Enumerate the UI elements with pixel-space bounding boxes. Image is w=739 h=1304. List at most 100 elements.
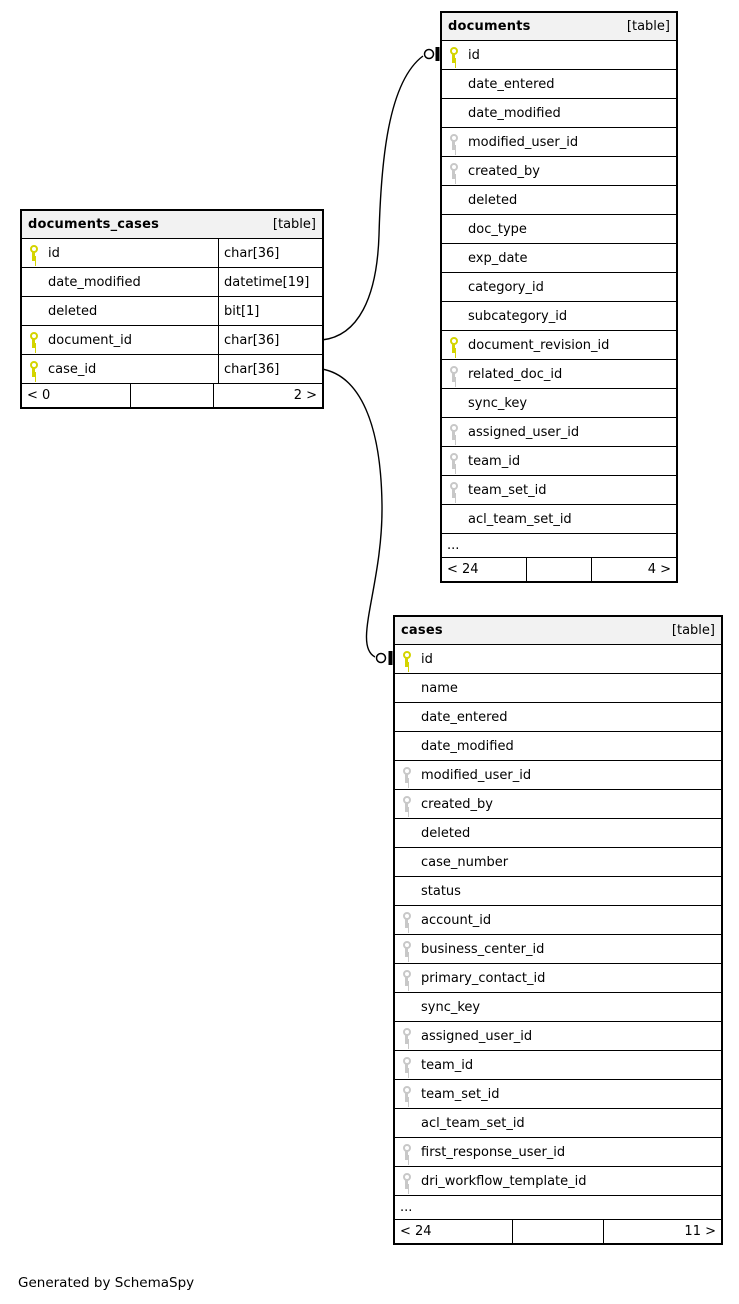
- column-name: exp_date: [468, 250, 528, 266]
- table-type-badge: [table]: [626, 19, 670, 34]
- column-name: subcategory_id: [468, 308, 568, 324]
- foreign-key-icon: [402, 767, 411, 783]
- column-name: category_id: [468, 279, 544, 295]
- key-icon-slot: [402, 883, 411, 899]
- footer-spacer: [526, 558, 592, 581]
- column-name: team_id: [468, 453, 521, 469]
- primary-key-icon: [449, 47, 458, 63]
- table-title[interactable]: cases: [401, 623, 443, 638]
- column-name: business_center_id: [421, 941, 545, 957]
- table-header[interactable]: documents_cases [table]: [22, 211, 322, 239]
- column-name: first_response_user_id: [421, 1144, 566, 1160]
- table-footer: < 24 11 >: [395, 1220, 721, 1243]
- key-icon-slot: [449, 308, 458, 324]
- column-name: deleted: [468, 192, 518, 208]
- primary-key-icon: [29, 245, 38, 261]
- foreign-key-icon: [402, 796, 411, 812]
- column-row-deleted: deleted: [395, 819, 721, 848]
- column-name: acl_team_set_id: [468, 511, 572, 527]
- column-row-assigned-user-id: assigned_user_id: [442, 418, 676, 447]
- column-row-modified-user-id: modified_user_id: [442, 128, 676, 157]
- table-header[interactable]: cases [table]: [395, 617, 721, 645]
- key-icon-slot: [449, 395, 458, 411]
- column-row-exp-date: exp_date: [442, 244, 676, 273]
- column-name: dri_workflow_template_id: [421, 1173, 587, 1189]
- key-icon-slot: [449, 192, 458, 208]
- column-row-sync-key: sync_key: [395, 993, 721, 1022]
- column-row-dri-workflow-template-id: dri_workflow_template_id: [395, 1167, 721, 1196]
- column-name: deleted: [48, 303, 98, 319]
- column-name: document_revision_id: [468, 337, 610, 353]
- outgoing-relations-count: 11 >: [684, 1224, 716, 1239]
- foreign-key-icon: [402, 1144, 411, 1160]
- incoming-relations-count: < 0: [27, 388, 51, 403]
- incoming-relations-count: < 24: [447, 562, 479, 577]
- table-title[interactable]: documents: [448, 19, 531, 34]
- relationship-line: [321, 55, 424, 341]
- column-row-date-entered: date_entered: [395, 703, 721, 732]
- key-icon-slot: [402, 738, 411, 754]
- table-documents-cases[interactable]: documents_cases [table] id char[36] date…: [20, 209, 324, 409]
- column-row-case-id: case_id char[36]: [22, 355, 322, 384]
- column-row-team-set-id: team_set_id: [395, 1080, 721, 1109]
- relationship-documents-cases-to-cases: [321, 368, 393, 665]
- column-row-primary-contact-id: primary_contact_id: [395, 964, 721, 993]
- column-row-date-modified: date_modified datetime[19]: [22, 268, 322, 297]
- column-name: assigned_user_id: [421, 1028, 533, 1044]
- column-row-team-id: team_id: [442, 447, 676, 476]
- column-name: date_entered: [468, 76, 555, 92]
- foreign-key-icon: [402, 1173, 411, 1189]
- truncated-columns-indicator: ...: [395, 1196, 721, 1220]
- generator-credit: Generated by SchemaSpy: [18, 1275, 195, 1291]
- column-name: created_by: [468, 163, 540, 179]
- table-cases[interactable]: cases [table] id name date_entered date_…: [393, 615, 723, 1245]
- table-title[interactable]: documents_cases: [28, 217, 160, 232]
- key-icon-slot: [449, 105, 458, 121]
- column-name: doc_type: [468, 221, 527, 237]
- column-type: char[36]: [218, 355, 322, 383]
- table-header[interactable]: documents [table]: [442, 13, 676, 41]
- column-name: id: [48, 245, 60, 261]
- foreign-key-icon: [449, 424, 458, 440]
- column-name: date_modified: [468, 105, 561, 121]
- column-row-modified-user-id: modified_user_id: [395, 761, 721, 790]
- relationship-line: [321, 368, 383, 658]
- column-type: datetime[19]: [218, 268, 322, 296]
- column-row-date-modified: date_modified: [395, 732, 721, 761]
- column-row-status: status: [395, 877, 721, 906]
- column-name: sync_key: [421, 999, 481, 1015]
- column-name: modified_user_id: [468, 134, 579, 150]
- key-icon-slot: [449, 250, 458, 266]
- column-row-sync-key: sync_key: [442, 389, 676, 418]
- key-icon-slot: [449, 279, 458, 295]
- foreign-key-icon: [402, 1057, 411, 1073]
- column-name: date_entered: [421, 709, 508, 725]
- incoming-relations-count: < 24: [400, 1224, 432, 1239]
- foreign-key-icon: [402, 1086, 411, 1102]
- key-icon-slot: [29, 274, 38, 290]
- column-row-case-number: case_number: [395, 848, 721, 877]
- column-type: bit[1]: [218, 297, 322, 325]
- foreign-key-icon: [449, 453, 458, 469]
- foreign-key-icon: [449, 482, 458, 498]
- primary-key-icon: [449, 337, 458, 353]
- relationship-documents-cases-to-documents: [321, 47, 440, 341]
- column-row-created-by: created_by: [395, 790, 721, 819]
- foreign-key-icon: [449, 163, 458, 179]
- column-row-business-center-id: business_center_id: [395, 935, 721, 964]
- zero-cardinality-circle: [375, 652, 387, 664]
- outgoing-relations-count: 2 >: [293, 388, 317, 403]
- table-documents[interactable]: documents [table] id date_entered date_m…: [440, 11, 678, 583]
- foreign-key-icon: [402, 970, 411, 986]
- column-name: date_modified: [48, 274, 141, 290]
- truncated-columns-indicator: ...: [442, 534, 676, 558]
- table-footer: < 24 4 >: [442, 558, 676, 581]
- column-name: account_id: [421, 912, 492, 928]
- column-row-assigned-user-id: assigned_user_id: [395, 1022, 721, 1051]
- column-name: team_id: [421, 1057, 474, 1073]
- column-row-category-id: category_id: [442, 273, 676, 302]
- key-icon-slot: [402, 1115, 411, 1131]
- zero-cardinality-circle: [423, 48, 435, 60]
- foreign-key-icon: [449, 366, 458, 382]
- column-name: primary_contact_id: [421, 970, 546, 986]
